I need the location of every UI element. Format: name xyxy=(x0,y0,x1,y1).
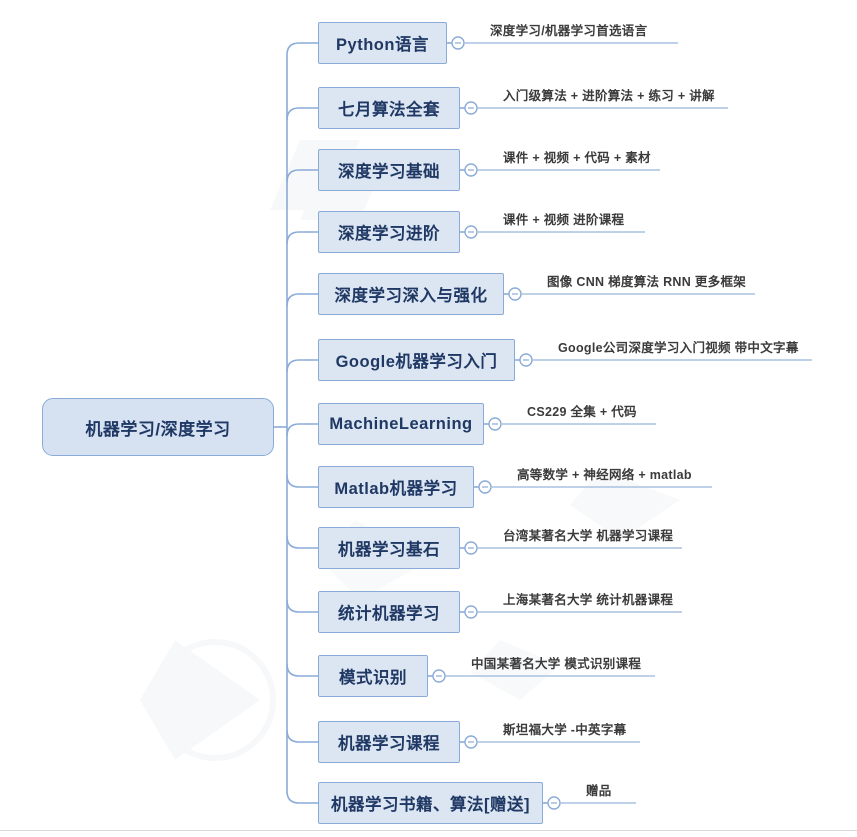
branch-node[interactable]: 统计机器学习 xyxy=(318,591,460,633)
branch-node[interactable]: Python语言 xyxy=(318,22,447,64)
branch-note: 入门级算法 + 进阶算法 + 练习 + 讲解 xyxy=(503,89,715,103)
branch-node[interactable]: 模式识别 xyxy=(318,655,428,697)
bottom-rule xyxy=(0,830,857,831)
branch-node[interactable]: 机器学习书籍、算法[赠送] xyxy=(318,782,543,824)
branch-note: 斯坦福大学 -中英字幕 xyxy=(503,723,627,737)
branch-node-label: Matlab机器学习 xyxy=(334,480,458,498)
branch-node[interactable]: 深度学习基础 xyxy=(318,149,460,191)
root-node-label: 机器学习/深度学习 xyxy=(85,419,231,439)
branch-node-label: 机器学习课程 xyxy=(338,735,440,753)
branch-node-label: 模式识别 xyxy=(339,669,407,687)
branch-note: 上海某著名大学 统计机器课程 xyxy=(503,593,674,607)
branch-node-label: 七月算法全套 xyxy=(338,101,440,119)
branch-node-label: 统计机器学习 xyxy=(338,605,440,623)
branch-note: 课件 + 视频 + 代码 + 素材 xyxy=(503,151,651,165)
branch-note: Google公司深度学习入门视频 带中文字幕 xyxy=(558,341,799,355)
root-node[interactable]: 机器学习/深度学习 xyxy=(42,398,274,456)
branch-note: 赠品 xyxy=(586,784,612,798)
branch-node-label: Python语言 xyxy=(336,36,429,54)
branch-node-label: 机器学习基石 xyxy=(338,541,440,559)
branch-node[interactable]: 机器学习基石 xyxy=(318,527,460,569)
branch-node[interactable]: 机器学习课程 xyxy=(318,721,460,763)
branch-node[interactable]: Google机器学习入门 xyxy=(318,339,515,381)
branch-note: 图像 CNN 梯度算法 RNN 更多框架 xyxy=(547,275,747,289)
branch-node-label: 深度学习进阶 xyxy=(338,225,440,243)
branch-node[interactable]: MachineLearning xyxy=(318,403,484,445)
branch-node[interactable]: 深度学习进阶 xyxy=(318,211,460,253)
branch-node[interactable]: Matlab机器学习 xyxy=(318,466,474,508)
branch-node-label: Google机器学习入门 xyxy=(335,353,498,371)
branch-node-label: 深度学习深入与强化 xyxy=(334,287,488,305)
branch-node-label: 深度学习基础 xyxy=(338,163,440,181)
branch-node[interactable]: 深度学习深入与强化 xyxy=(318,273,504,315)
branch-note: 深度学习/机器学习首选语言 xyxy=(490,24,648,38)
branch-node-label: MachineLearning xyxy=(329,414,473,433)
branch-note: 高等数学 + 神经网络 + matlab xyxy=(517,468,692,482)
branch-note: 课件 + 视频 进阶课程 xyxy=(503,213,625,227)
branch-note: CS229 全集 + 代码 xyxy=(527,405,637,419)
branch-node-label: 机器学习书籍、算法[赠送] xyxy=(331,796,530,814)
branch-note: 中国某著名大学 模式识别课程 xyxy=(471,657,642,671)
branch-note: 台湾某著名大学 机器学习课程 xyxy=(503,529,674,543)
branch-node[interactable]: 七月算法全套 xyxy=(318,87,460,129)
